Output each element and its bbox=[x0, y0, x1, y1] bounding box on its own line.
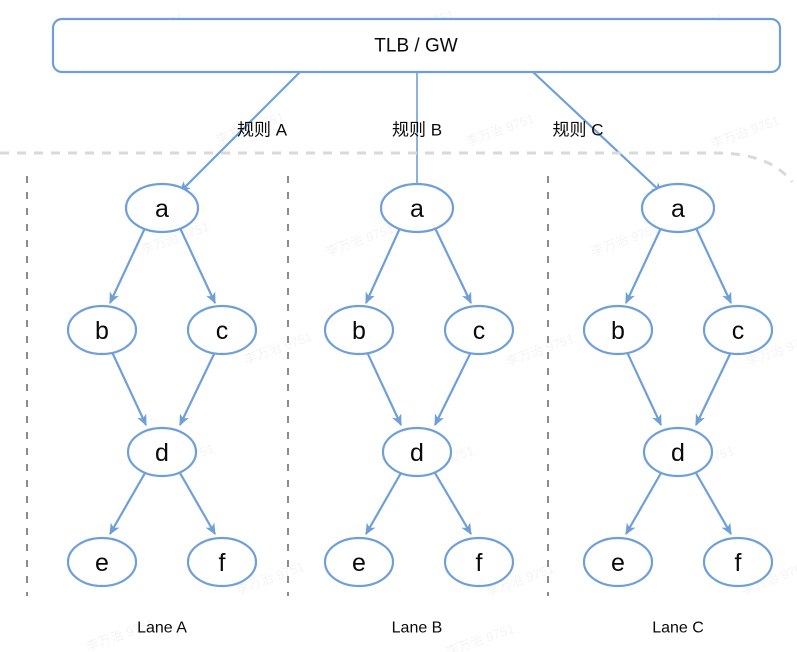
tree-node-ellipse[interactable] bbox=[66, 304, 138, 356]
tree-node-ellipse[interactable] bbox=[381, 426, 453, 478]
tree-node-b[interactable]: b bbox=[582, 304, 654, 356]
tree-node-ellipse[interactable] bbox=[126, 426, 198, 478]
lane-b-edges bbox=[364, 227, 472, 535]
tree-node-d[interactable]: d bbox=[642, 426, 714, 478]
lane-a-edges bbox=[109, 227, 216, 535]
tree-node-ellipse[interactable] bbox=[379, 182, 455, 234]
tree-node-label: c bbox=[216, 317, 229, 345]
tree-node-label: f bbox=[219, 549, 226, 577]
edge-a-c bbox=[179, 227, 216, 305]
lane-label-c: Lane C bbox=[652, 620, 704, 637]
tree-node-label: f bbox=[735, 549, 742, 577]
watermark-text: 李万治 9751 bbox=[589, 221, 661, 260]
rule-label-a: 规则 A bbox=[237, 121, 288, 140]
root-node-label: TLB / GW bbox=[374, 36, 457, 57]
tree-node-label: e bbox=[611, 549, 625, 577]
rule-label-b: 规则 B bbox=[392, 121, 442, 140]
tree-node-label: b bbox=[95, 317, 109, 345]
edge-root-to-lane-c bbox=[532, 71, 663, 194]
edge-d-e bbox=[625, 472, 662, 535]
tree-node-ellipse[interactable] bbox=[443, 304, 515, 356]
edge-root-to-lane-a bbox=[179, 71, 301, 193]
tree-node-e[interactable]: e bbox=[323, 536, 395, 588]
tree-node-ellipse[interactable] bbox=[186, 536, 258, 588]
tree-node-label: c bbox=[732, 317, 745, 345]
tree-node-c[interactable]: c bbox=[186, 304, 258, 356]
edge-a-c bbox=[434, 227, 472, 305]
tree-node-f[interactable]: f bbox=[702, 536, 774, 588]
tree-node-label: f bbox=[476, 549, 483, 577]
tree-node-ellipse[interactable] bbox=[582, 536, 654, 588]
edge-a-b bbox=[109, 227, 146, 305]
tree-node-label: a bbox=[671, 195, 685, 223]
tree-node-d[interactable]: d bbox=[126, 426, 198, 478]
tree-node-label: e bbox=[95, 549, 109, 577]
tree-node-label: b bbox=[352, 317, 366, 345]
edge-d-f bbox=[179, 472, 216, 535]
tree-node-label: d bbox=[410, 439, 424, 467]
tree-node-ellipse[interactable] bbox=[443, 536, 515, 588]
watermark-text: 李万治 9751 bbox=[324, 221, 396, 260]
tree-node-f[interactable]: f bbox=[443, 536, 515, 588]
edge-c-d bbox=[695, 351, 732, 427]
tree-node-ellipse[interactable] bbox=[124, 182, 200, 234]
edge-c-d bbox=[434, 351, 472, 427]
tree-node-b[interactable]: b bbox=[66, 304, 138, 356]
watermark-text: 李万治 9751 bbox=[504, 331, 576, 370]
tree-node-c[interactable]: c bbox=[702, 304, 774, 356]
watermark-text: 李万治 9751 bbox=[464, 111, 536, 150]
edge-d-e bbox=[365, 472, 402, 535]
edge-b-d bbox=[111, 351, 147, 427]
tree-node-ellipse[interactable] bbox=[642, 426, 714, 478]
edge-a-b bbox=[625, 227, 662, 305]
tree-node-label: d bbox=[155, 439, 169, 467]
tree-node-a[interactable]: a bbox=[124, 182, 200, 234]
edge-c-d bbox=[179, 351, 216, 427]
rule-labels: 规则 A 规则 B 规则 C bbox=[237, 121, 604, 140]
lane-c: a b c d e f Lane C bbox=[582, 182, 774, 637]
rule-connectors bbox=[179, 71, 663, 194]
tree-node-ellipse[interactable] bbox=[702, 304, 774, 356]
edge-d-f bbox=[434, 472, 472, 535]
tree-node-b[interactable]: b bbox=[323, 304, 395, 356]
tree-node-c[interactable]: c bbox=[443, 304, 515, 356]
tree-node-label: d bbox=[671, 439, 685, 467]
edge-b-d bbox=[366, 351, 402, 427]
swimlane-boundary-dash bbox=[0, 151, 794, 183]
tree-node-ellipse[interactable] bbox=[186, 304, 258, 356]
edge-b-d bbox=[626, 351, 662, 427]
tree-node-f[interactable]: f bbox=[186, 536, 258, 588]
watermark-text: 李万治 9751 bbox=[444, 621, 516, 652]
tree-node-ellipse[interactable] bbox=[702, 536, 774, 588]
tree-node-ellipse[interactable] bbox=[323, 536, 395, 588]
lane-label-a: Lane A bbox=[137, 620, 187, 637]
lane-label-b: Lane B bbox=[392, 620, 443, 637]
tree-node-e[interactable]: e bbox=[582, 536, 654, 588]
tree-node-label: a bbox=[155, 195, 169, 223]
edge-d-e bbox=[109, 472, 146, 535]
tree-node-ellipse[interactable] bbox=[582, 304, 654, 356]
tree-node-label: a bbox=[410, 195, 424, 223]
lane-a: a b c d e f Lane A bbox=[66, 182, 258, 637]
tree-node-ellipse[interactable] bbox=[66, 536, 138, 588]
edge-a-c bbox=[695, 227, 732, 305]
root-node-tlb-gw[interactable]: TLB / GW bbox=[51, 17, 782, 74]
tree-node-a[interactable]: a bbox=[379, 182, 455, 234]
lane-c-edges bbox=[625, 227, 732, 535]
tree-node-ellipse[interactable] bbox=[640, 182, 716, 234]
rule-label-c: 规则 C bbox=[553, 121, 604, 140]
lane-b: a b c d e f Lane B bbox=[323, 182, 515, 637]
watermark-text: 李万治 9751 bbox=[709, 113, 781, 152]
lane-dividers bbox=[26, 176, 549, 596]
tree-node-label: e bbox=[352, 549, 366, 577]
tree-node-label: b bbox=[611, 317, 625, 345]
tree-node-ellipse[interactable] bbox=[323, 304, 395, 356]
tree-node-d[interactable]: d bbox=[381, 426, 453, 478]
tree-node-e[interactable]: e bbox=[66, 536, 138, 588]
tree-node-a[interactable]: a bbox=[640, 182, 716, 234]
tree-node-label: c bbox=[473, 317, 486, 345]
edge-a-b bbox=[364, 227, 402, 305]
edge-d-f bbox=[695, 472, 732, 535]
